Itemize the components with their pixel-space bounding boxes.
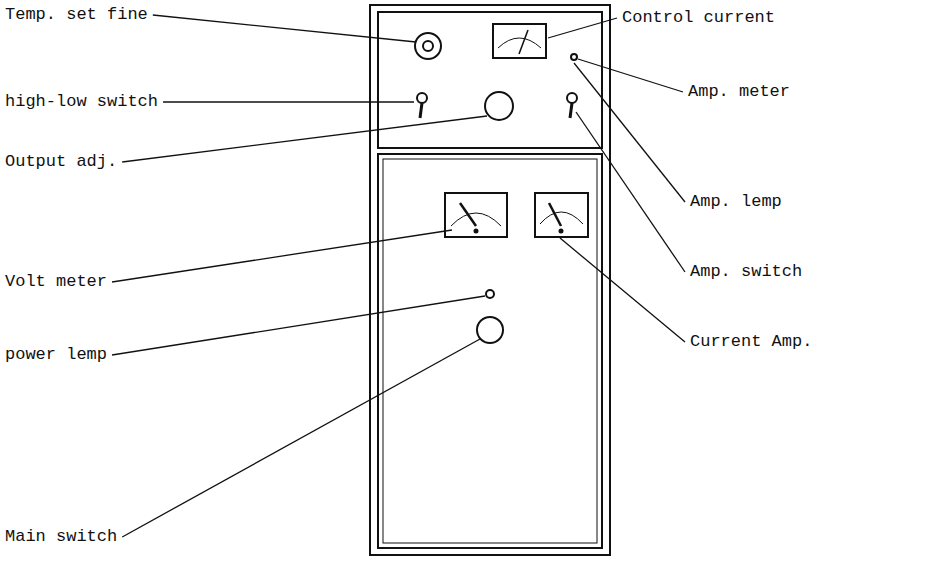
part-label: Temp. set fine [5, 5, 148, 25]
volt-meter [445, 193, 507, 237]
leader-line [153, 15, 416, 42]
part-label: Amp. switch [690, 262, 802, 282]
main-switch [477, 317, 503, 343]
leader-line [112, 296, 485, 355]
amp-toggle [567, 93, 577, 118]
leader-line [122, 339, 480, 537]
leader-line [560, 238, 685, 342]
panel-housing [370, 5, 610, 555]
output-knob [485, 92, 513, 120]
leader-line [122, 116, 487, 162]
lower-panel [378, 154, 602, 548]
part-label: Volt meter [5, 272, 107, 292]
part-label: Amp. meter [688, 82, 790, 102]
part-label: Control current [622, 8, 775, 28]
part-label: high-low switch [5, 92, 158, 112]
leader-line [548, 18, 617, 38]
part-label: Amp. lemp [690, 192, 782, 212]
part-label: Output adj. [5, 152, 117, 172]
part-label: power lemp [5, 345, 107, 365]
high-low-toggle [417, 93, 427, 118]
temp-knob [415, 33, 441, 59]
current-amp-meter [535, 193, 588, 237]
leader-line [576, 112, 685, 272]
leader-line [163, 101, 414, 102]
power-lamp [486, 290, 494, 298]
amp-lamp [571, 54, 577, 60]
lower-panel-inner [383, 159, 597, 543]
leader-line [112, 230, 452, 282]
control-current-meter [493, 24, 546, 58]
part-label: Current Amp. [690, 332, 812, 352]
part-label: Main switch [5, 527, 117, 547]
